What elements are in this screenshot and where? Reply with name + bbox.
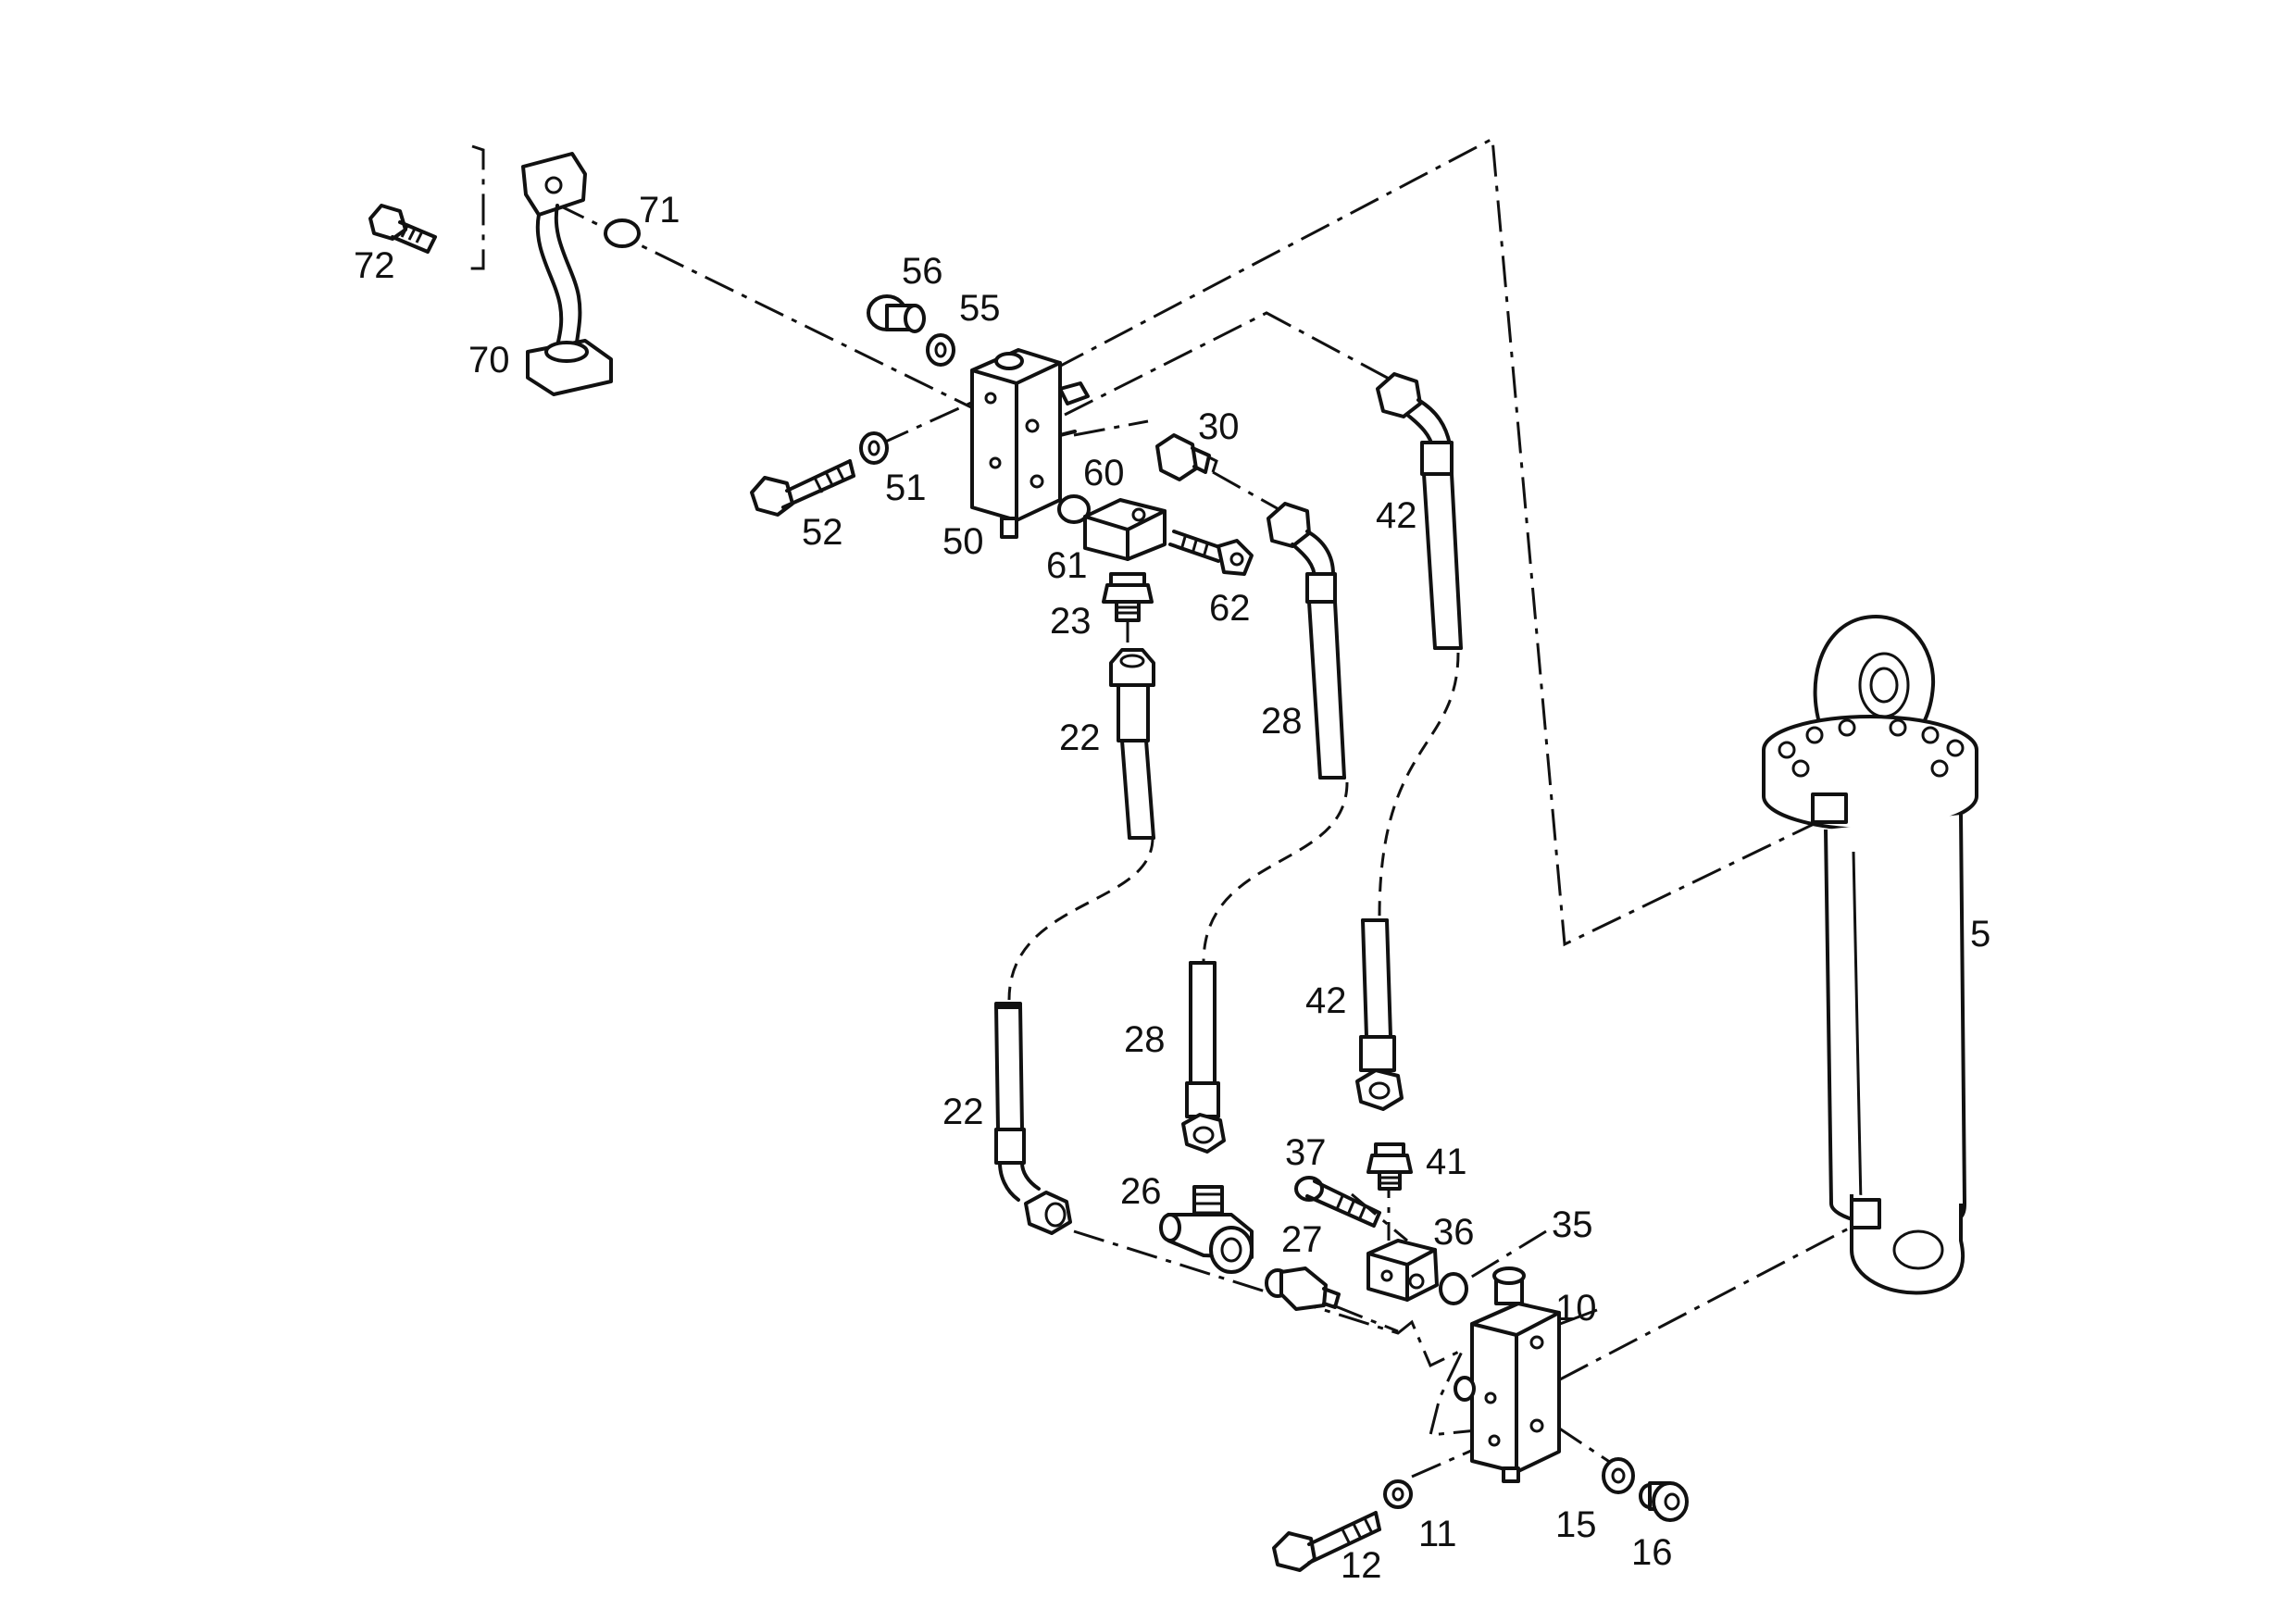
label-part-51: 51 — [885, 468, 927, 508]
plug-16-icon — [1639, 1481, 1689, 1522]
hose-22-upper-icon — [1109, 648, 1155, 840]
label-part-61: 61 — [1046, 545, 1088, 586]
label-part-26: 26 — [1120, 1171, 1162, 1212]
label-part-37: 37 — [1285, 1132, 1327, 1173]
leader-lines — [463, 136, 1862, 1479]
o-ring-71-icon — [604, 218, 641, 248]
washer-15-icon — [1602, 1457, 1635, 1494]
washer-55-icon — [926, 333, 955, 367]
washer-51-icon — [859, 431, 889, 465]
fitting-27-icon — [1265, 1266, 1341, 1311]
label-part-27: 27 — [1281, 1219, 1323, 1260]
bolt-12-icon — [1272, 1511, 1381, 1572]
label-part-62: 62 — [1209, 588, 1251, 629]
bolt-72-icon — [368, 204, 437, 254]
plug-56-icon — [867, 294, 926, 333]
label-part-56: 56 — [902, 251, 943, 292]
label-part-30: 30 — [1198, 406, 1240, 447]
label-part-16: 16 — [1631, 1532, 1673, 1573]
adapter-41-icon — [1366, 1142, 1413, 1191]
label-part-70: 70 — [468, 340, 510, 381]
hose-28-upper-icon — [1267, 502, 1346, 780]
adapter-23-icon — [1102, 572, 1154, 622]
label-part-5: 5 — [1970, 914, 1990, 954]
bolt-62-icon — [1168, 530, 1254, 576]
label-part-23: 23 — [1050, 601, 1092, 642]
o-ring-60-icon — [1057, 494, 1091, 524]
fitting-30-icon — [1155, 433, 1218, 481]
label-part-71: 71 — [639, 190, 680, 231]
label-part-60: 60 — [1083, 453, 1125, 493]
label-part-22-upper: 22 — [1059, 717, 1101, 758]
label-part-52: 52 — [802, 512, 843, 553]
valve-block-10-icon — [1454, 1266, 1561, 1483]
label-part-36: 36 — [1433, 1212, 1475, 1253]
label-part-41: 41 — [1426, 1142, 1467, 1182]
label-part-28-lower: 28 — [1124, 1019, 1166, 1060]
bolt-37-icon — [1294, 1176, 1381, 1228]
hose-routing-lines — [1007, 652, 1460, 1001]
label-part-50: 50 — [942, 521, 984, 562]
hose-42-lower-icon — [1355, 918, 1404, 1111]
label-part-35: 35 — [1552, 1204, 1593, 1245]
label-part-42-upper: 42 — [1376, 495, 1417, 536]
tee-fitting-26-icon — [1159, 1185, 1254, 1274]
label-part-10: 10 — [1555, 1288, 1597, 1329]
adapter-block-61-icon — [1083, 498, 1167, 561]
label-part-11: 11 — [1418, 1514, 1457, 1554]
o-ring-35-icon — [1439, 1272, 1468, 1305]
washer-11-icon — [1383, 1479, 1413, 1509]
hose-28-lower-icon — [1181, 961, 1226, 1154]
hose-22-lower-icon — [994, 1002, 1072, 1235]
label-part-22-lower: 22 — [942, 1092, 984, 1132]
valve-block-50-icon — [970, 348, 1090, 539]
label-part-28-upper: 28 — [1261, 701, 1303, 742]
label-part-55: 55 — [959, 288, 1001, 329]
label-part-72: 72 — [354, 245, 395, 286]
bolt-52-icon — [750, 459, 855, 517]
flange-tube-70-icon — [521, 152, 613, 396]
label-part-42-lower: 42 — [1305, 980, 1347, 1021]
hydraulic-cylinder-5-icon — [1762, 615, 1978, 1295]
label-part-12: 12 — [1341, 1545, 1382, 1586]
adapter-block-36-icon — [1366, 1239, 1439, 1302]
part-labels: 5 10 11 12 15 16 22 22 23 26 27 28 28 30… — [354, 190, 1990, 1586]
label-part-15: 15 — [1555, 1504, 1597, 1545]
flange-bolts — [1778, 718, 1965, 778]
hose-42-upper-icon — [1376, 372, 1463, 650]
